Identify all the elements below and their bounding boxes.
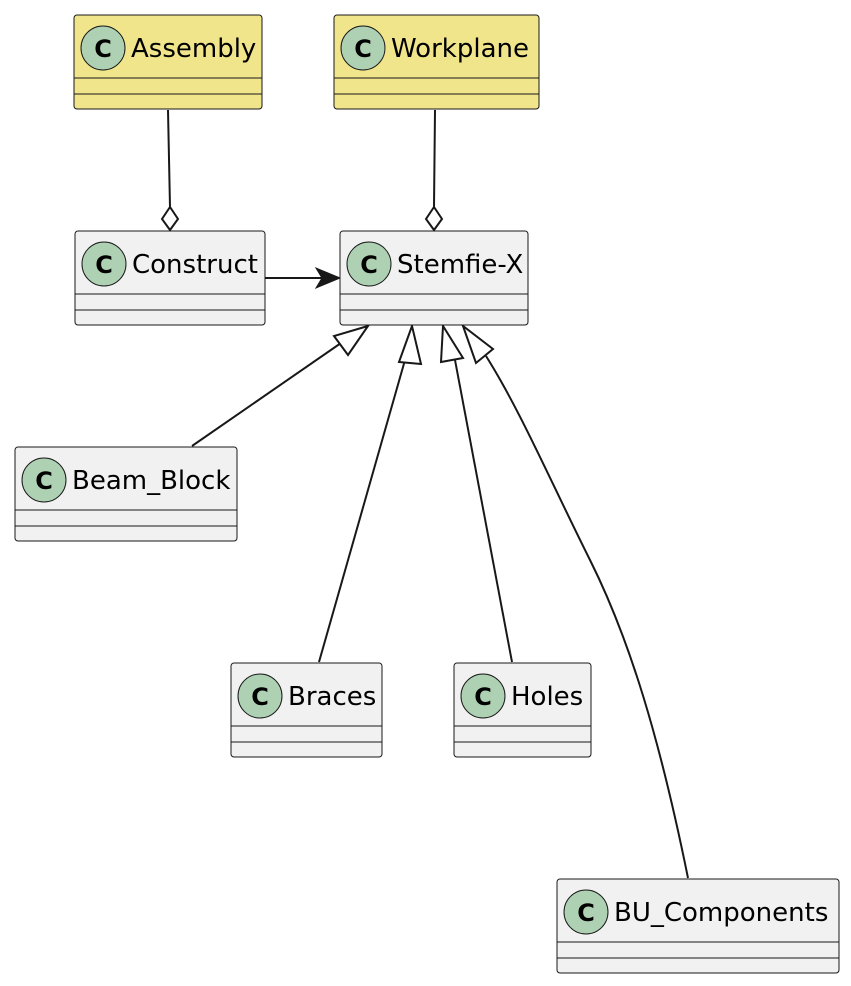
aggregation-diamond-icon [160,205,180,232]
inheritance-triangle-icon [460,323,495,365]
relations-layer [160,109,689,879]
inheritance-triangle-icon [397,322,423,366]
aggregation-diamond-icon [424,205,444,232]
class-stereotype-icon [460,673,506,719]
class-glyph: C [474,683,492,711]
class-stereotype-icon [340,25,386,71]
relation-line [318,359,406,663]
class-name: BU_Components [614,898,828,928]
relation-workplane-to-stemfie-x [424,109,444,232]
class-stereotype-icon [346,241,392,287]
class-assembly[interactable]: C Assembly [73,14,263,110]
class-box [556,878,840,974]
class-name: Braces [288,682,376,712]
class-name: Workplane [391,34,529,64]
class-stereotype-icon [21,457,67,503]
class-holes[interactable]: C Holes [453,662,592,758]
relation-line [454,359,513,663]
class-stereotype-icon [563,889,609,935]
class-glyph: C [94,35,112,63]
class-construct[interactable]: C Construct [74,230,266,326]
class-name: Beam_Block [72,466,230,496]
class-stemfie-x[interactable]: C Stemfie-X [339,230,529,326]
class-glyph: C [251,683,269,711]
class-box [333,14,540,110]
relation-holes-to-stemfie-x [439,322,513,663]
class-braces[interactable]: C Braces [230,662,383,758]
inheritance-triangle-icon [439,322,465,364]
class-glyph: C [354,35,372,63]
relation-braces-to-stemfie-x [318,322,423,663]
class-name: Construct [132,250,258,280]
class-beam-block[interactable]: C Beam_Block [14,446,238,542]
class-workplane[interactable]: C Workplane [333,14,540,110]
relation-bu-components-to-stemfie-x [460,323,689,879]
class-name: Stemfie-X [397,250,523,280]
class-name: Holes [511,682,583,712]
relation-line [433,109,436,208]
class-glyph: C [360,251,378,279]
inheritance-triangle-icon [332,324,371,357]
class-glyph: C [95,251,113,279]
relation-assembly-to-construct [160,109,180,232]
class-name: Assembly [131,34,256,64]
relation-line [191,342,342,447]
class-stereotype-icon [80,25,126,71]
relation-line [167,109,171,208]
relation-line [485,355,689,879]
class-stereotype-icon [237,673,283,719]
relation-beam-block-to-stemfie-x [191,324,371,447]
arrowhead-icon [314,266,342,290]
class-bu-components[interactable]: C BU_Components [556,878,840,974]
relation-construct-to-stemfie-x [265,266,342,290]
class-stereotype-icon [81,241,127,287]
class-box [14,446,238,542]
class-glyph: C [35,467,53,495]
class-glyph: C [577,899,595,927]
